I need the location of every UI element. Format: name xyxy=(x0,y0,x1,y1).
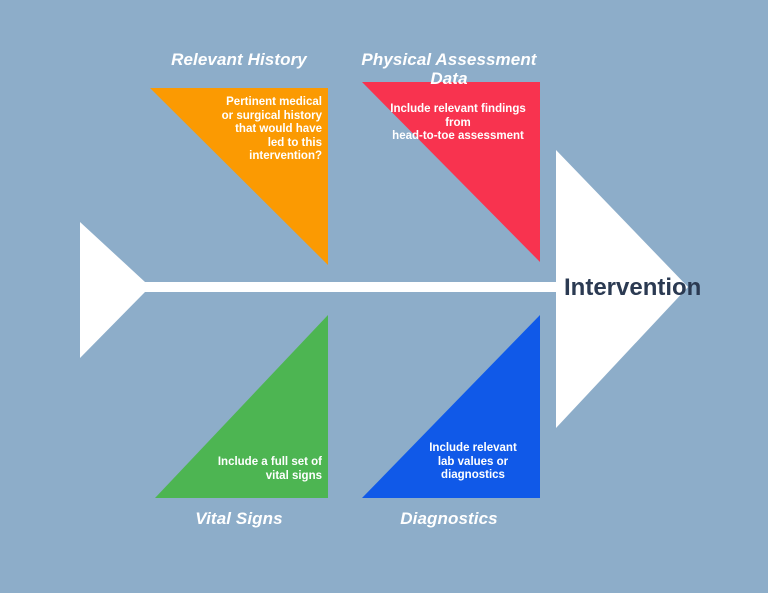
bone-shape-diagnostics[interactable] xyxy=(362,315,540,498)
bone-heading-relevant-history: Relevant History xyxy=(171,50,307,69)
bone-heading-physical-assessment-data: Physical Assessment Data xyxy=(361,50,537,88)
fish-spine-shape xyxy=(140,282,556,292)
bone-body-relevant-history: Pertinent medical or surgical history th… xyxy=(221,96,322,162)
bone-shape-vital-signs[interactable] xyxy=(155,315,328,498)
bone-body-vital-signs: Include a full set of vital signs xyxy=(217,456,322,482)
bone-shape-physical-assessment-data[interactable] xyxy=(362,82,540,262)
bone-body-diagnostics: Include relevant lab values or diagnosti… xyxy=(429,442,517,481)
fish-tail-shape xyxy=(80,222,145,358)
bone-body-physical-assessment-data: Include relevant findings from head-to-t… xyxy=(390,103,526,142)
bone-shape-relevant-history[interactable] xyxy=(150,88,328,265)
fish-head-shape xyxy=(556,150,688,428)
fishbone-head-label: Intervention xyxy=(564,274,702,301)
bone-heading-diagnostics: Diagnostics xyxy=(400,509,498,528)
bone-heading-vital-signs: Vital Signs xyxy=(195,509,283,528)
